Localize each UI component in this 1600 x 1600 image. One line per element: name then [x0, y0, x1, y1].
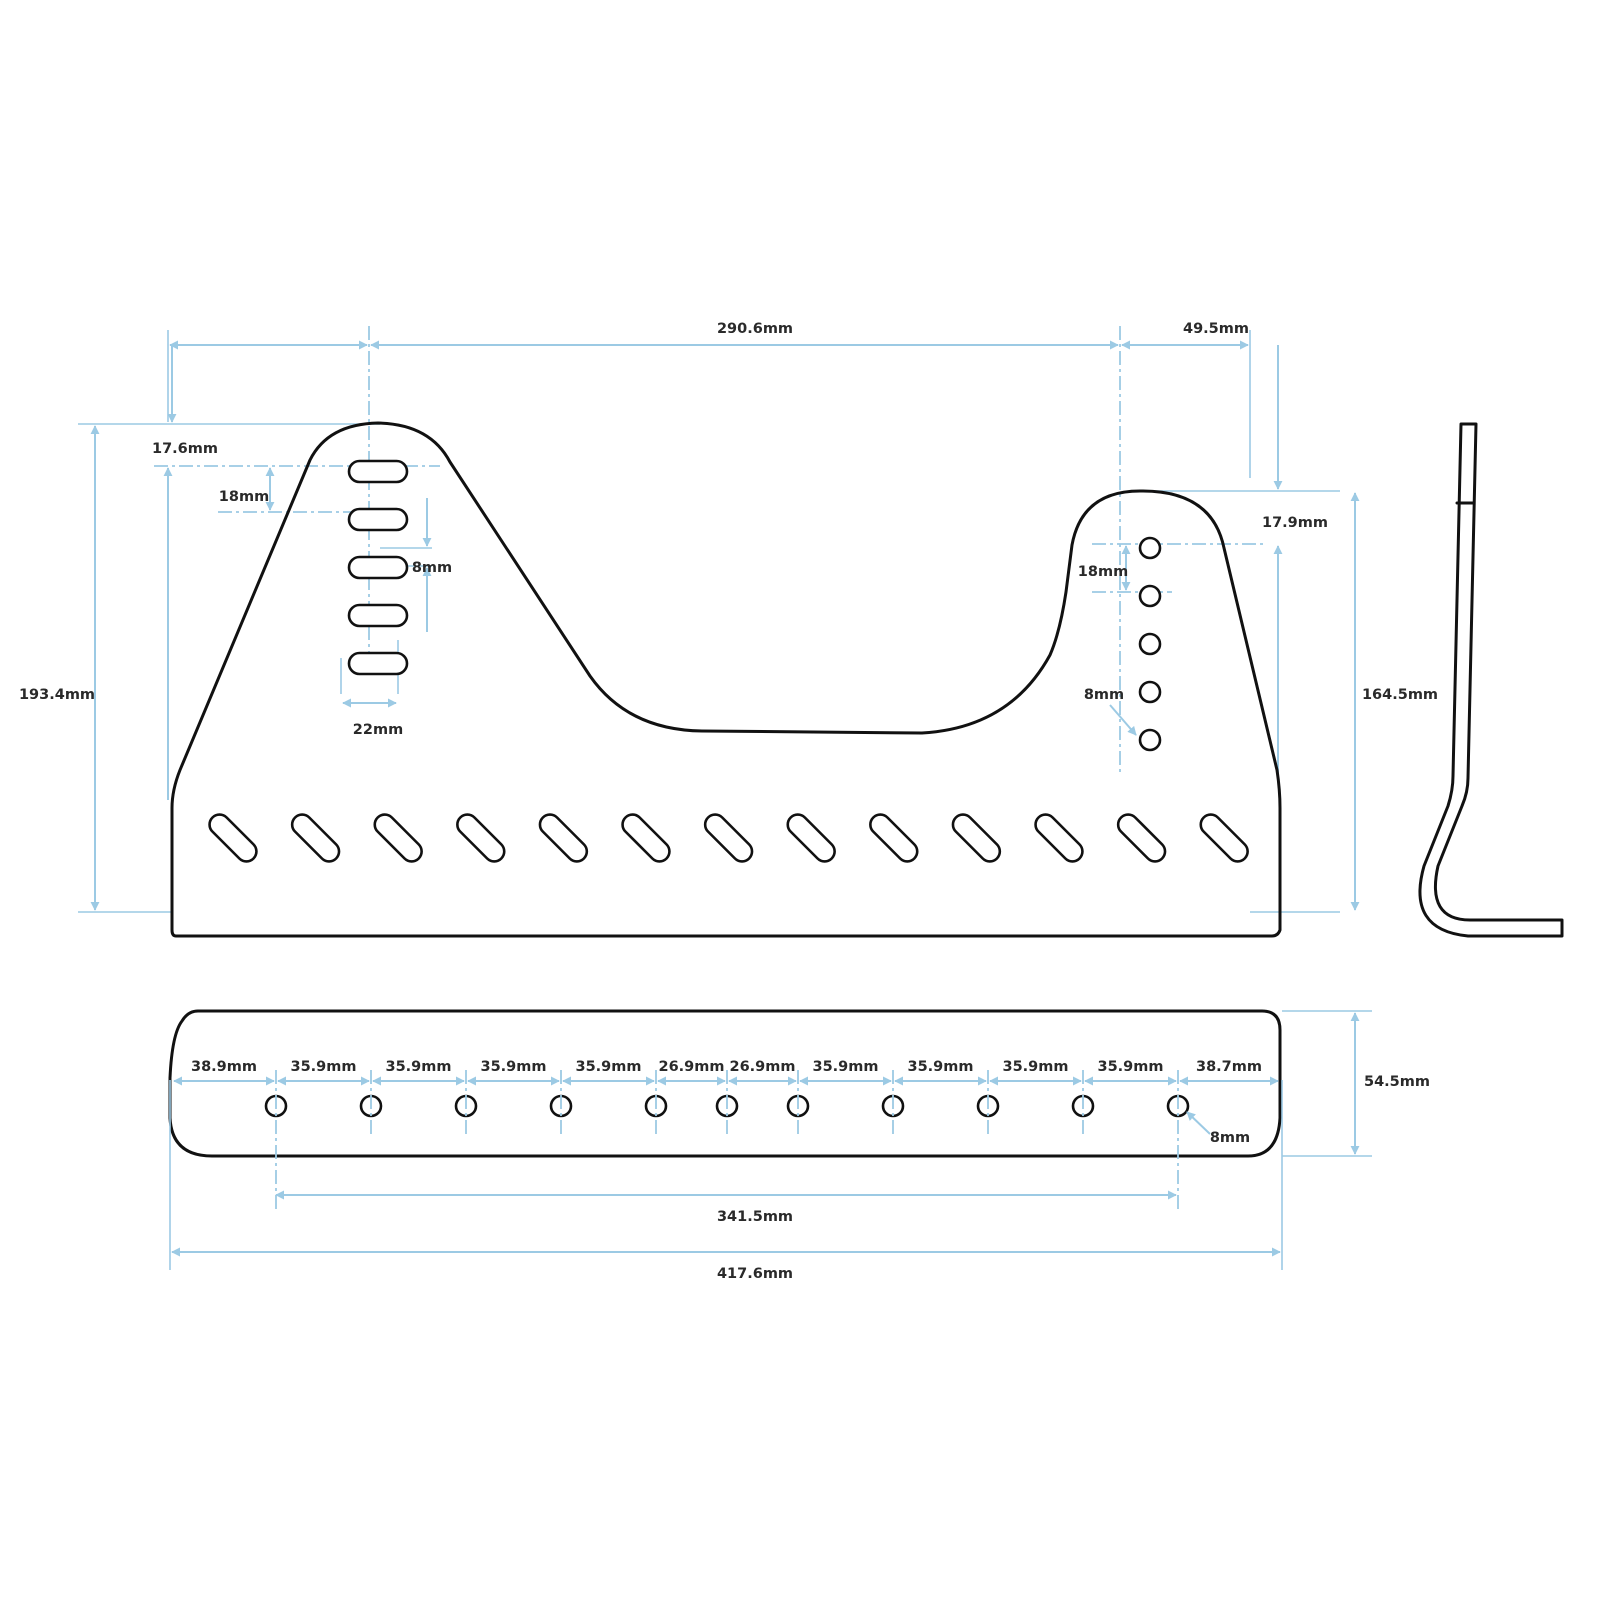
bottom-spacing-label: 38.7mm — [1196, 1059, 1262, 1075]
mount-hole — [1138, 728, 1162, 752]
label-total-height: 193.4mm — [19, 687, 95, 703]
bottom-spacing-label: 26.9mm — [659, 1059, 725, 1075]
side-view: 290.6mm 49.5mm 17.6mm 18mm 8mm 22mm 193.… — [19, 321, 1438, 938]
diagonal-slot — [1034, 813, 1084, 863]
diagonal-slot — [1116, 813, 1167, 863]
bottom-spacing-label: 35.9mm — [481, 1059, 547, 1075]
bottom-spacing-label: 35.9mm — [1098, 1059, 1164, 1075]
diagonal-slot — [703, 813, 754, 863]
label-slot-width: 22mm — [353, 722, 403, 738]
diagonal-slots — [208, 813, 1249, 863]
diagonal-slot — [208, 813, 258, 863]
label-bottom-hole-diameter: 8mm — [1210, 1130, 1250, 1146]
diagonal-slot — [538, 813, 589, 863]
bottom-holes — [264, 1070, 1190, 1210]
diagonal-slot — [290, 813, 341, 863]
bottom-spacing-label: 35.9mm — [576, 1059, 642, 1075]
label-total-length: 417.6mm — [717, 1266, 793, 1282]
diagonal-slot — [786, 813, 836, 863]
label-top-center-span: 290.6mm — [717, 321, 793, 337]
label-slot-pitch: 18mm — [219, 489, 269, 505]
bottom-spacing-label: 35.9mm — [291, 1059, 357, 1075]
label-hole-diameter: 8mm — [1084, 687, 1124, 703]
vertical-slot — [347, 507, 409, 532]
bottom-spacing-label: 35.9mm — [1003, 1059, 1069, 1075]
diagonal-slot — [621, 813, 671, 863]
profile-view-outline — [1418, 422, 1564, 938]
bottom-view: 38.9mm 35.9mm 35.9mm 35.9mm 35.9mm 26.9mm 26.9… — [168, 1009, 1430, 1282]
bottom-spacing-label: 26.9mm — [730, 1059, 796, 1075]
bottom-spacing-label: 38.9mm — [191, 1059, 257, 1075]
bottom-spacing-label: 35.9mm — [908, 1059, 974, 1075]
mount-hole — [1138, 536, 1162, 560]
vertical-slot — [347, 603, 409, 628]
label-right-height: 164.5mm — [1362, 687, 1438, 703]
vertical-slot — [347, 459, 409, 484]
bottom-spacing-dimensions: 38.9mm 35.9mm 35.9mm 35.9mm 35.9mm 26.9mm 26.9… — [173, 1059, 1279, 1086]
vertical-slot — [347, 555, 409, 580]
diagonal-slot — [951, 813, 1002, 863]
vertical-slots — [347, 459, 409, 676]
label-left-offset: 17.6mm — [152, 441, 218, 457]
diagonal-slot — [1199, 813, 1249, 863]
bottom-spacing-label: 35.9mm — [813, 1059, 879, 1075]
mount-hole — [1138, 632, 1162, 656]
bottom-spacing-label: 35.9mm — [386, 1059, 452, 1075]
label-slot-height: 8mm — [412, 560, 452, 576]
side-plate-outline — [170, 421, 1282, 938]
dim-line-hole-diameter — [1109, 704, 1137, 736]
diagonal-slot — [869, 813, 919, 863]
bottom-plate-outline — [168, 1009, 1282, 1158]
vertical-slot — [347, 651, 409, 676]
label-hole-span: 341.5mm — [717, 1209, 793, 1225]
label-top-right-span: 49.5mm — [1183, 321, 1249, 337]
right-holes — [1138, 536, 1162, 752]
label-right-offset: 17.9mm — [1262, 515, 1328, 531]
dim-line-bottom-hole-diameter — [1186, 1111, 1211, 1135]
mount-hole — [1138, 680, 1162, 704]
label-hole-pitch: 18mm — [1078, 564, 1128, 580]
diagonal-slot — [456, 813, 506, 863]
label-width: 54.5mm — [1364, 1074, 1430, 1090]
mount-hole — [1138, 584, 1162, 608]
diagonal-slot — [373, 813, 423, 863]
